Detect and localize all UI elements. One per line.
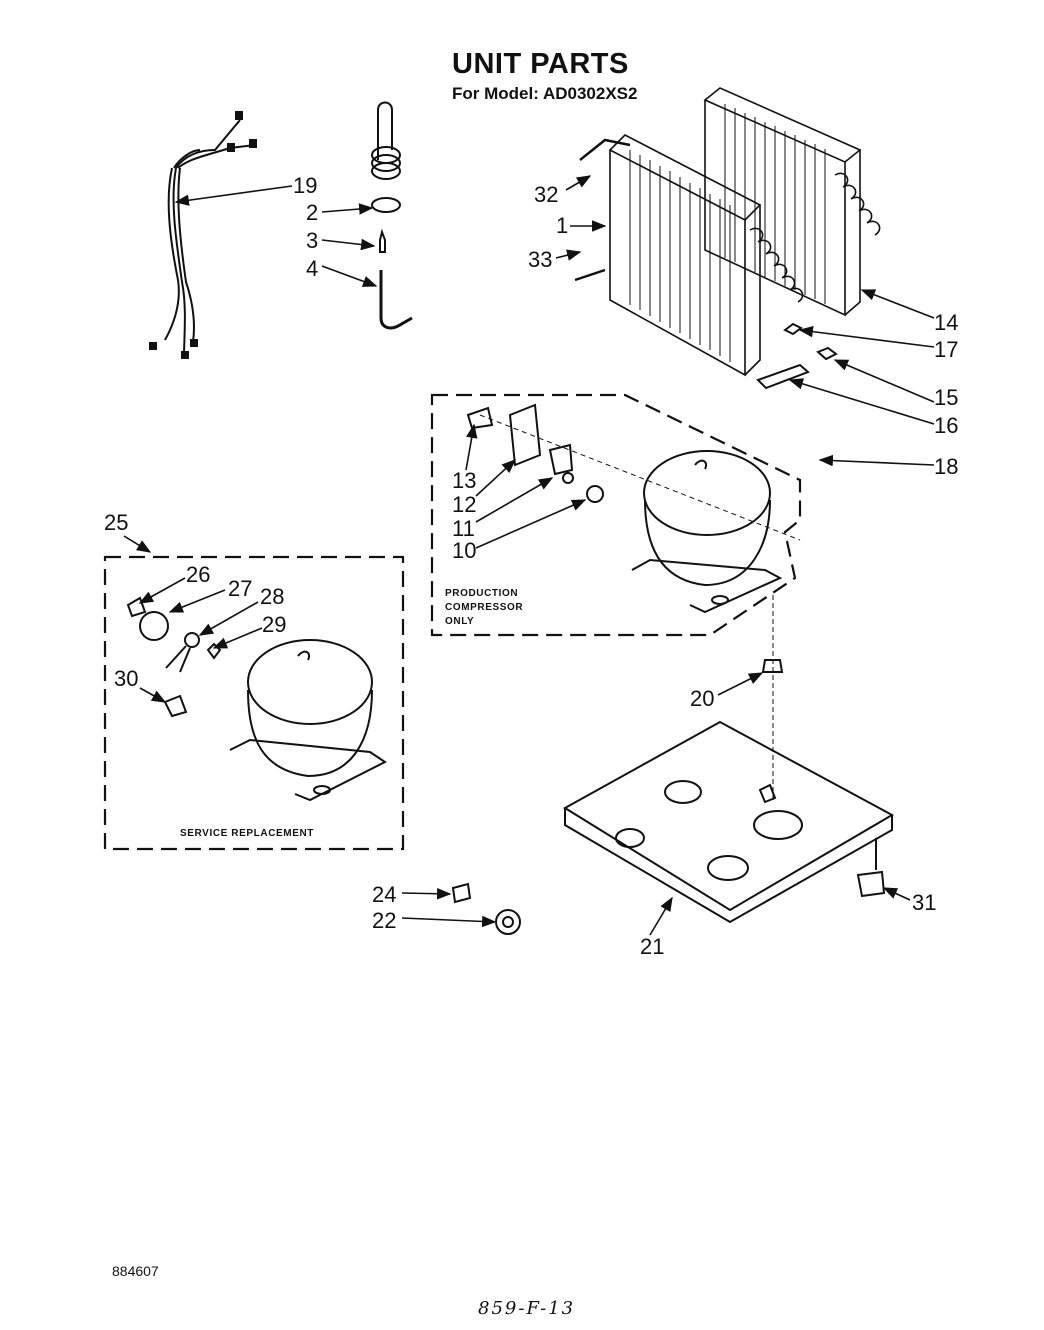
callout-1: 1 [556,213,569,238]
production-label-line-2: COMPRESSOR [445,602,524,613]
diagram-title: UNIT PARTS [452,48,629,80]
document-number: 884607 [112,1263,159,1279]
production-compressor-box [430,393,802,637]
leader-lines [123,175,935,936]
base-pan [563,720,895,924]
grommet [761,595,784,800]
callout-26: 26 [186,562,211,587]
callout-25: 25 [104,510,129,535]
callout-3: 3 [306,228,319,253]
callout-10: 10 [452,538,477,563]
callout-20: 20 [690,686,715,711]
production-label-line-1: PRODUCTION [445,588,519,599]
callout-2: 2 [306,200,319,225]
callout-32: 32 [534,182,559,207]
callout-14: 14 [934,310,959,335]
wire-harness [149,111,257,359]
thermostat-probe [371,101,413,330]
handwritten-code: 859-F-13 [478,1298,576,1319]
callout-12: 12 [452,492,477,517]
callout-13: 13 [452,468,477,493]
callout-16: 16 [934,413,959,438]
production-label-line-3: ONLY [445,616,475,627]
callout-4: 4 [306,256,319,281]
callout-22: 22 [372,908,397,933]
evaporator-coil [574,134,804,377]
callout-11: 11 [452,516,475,541]
callout-17: 17 [934,337,959,362]
callout-28: 28 [260,584,285,609]
callout-31: 31 [912,890,937,915]
callout-21: 21 [640,934,665,959]
callout-30: 30 [114,666,139,691]
production-compressor [631,450,783,614]
condenser-coil [703,87,881,317]
callout-15: 15 [934,385,959,410]
spacer-parts [451,882,521,935]
callout-24: 24 [372,882,397,907]
service-small-parts [126,596,222,718]
service-replacement-box [103,555,405,851]
callout-27: 27 [228,576,253,601]
callout-19: 19 [293,173,318,198]
overload-relay-parts [466,403,801,541]
callout-33: 33 [528,247,553,272]
model-subtitle: For Model: AD0302XS2 [452,84,638,103]
callout-18: 18 [934,454,959,479]
service-replacement-label: SERVICE REPLACEMENT [180,828,315,839]
service-compressor [229,639,387,802]
callout-29: 29 [262,612,287,637]
